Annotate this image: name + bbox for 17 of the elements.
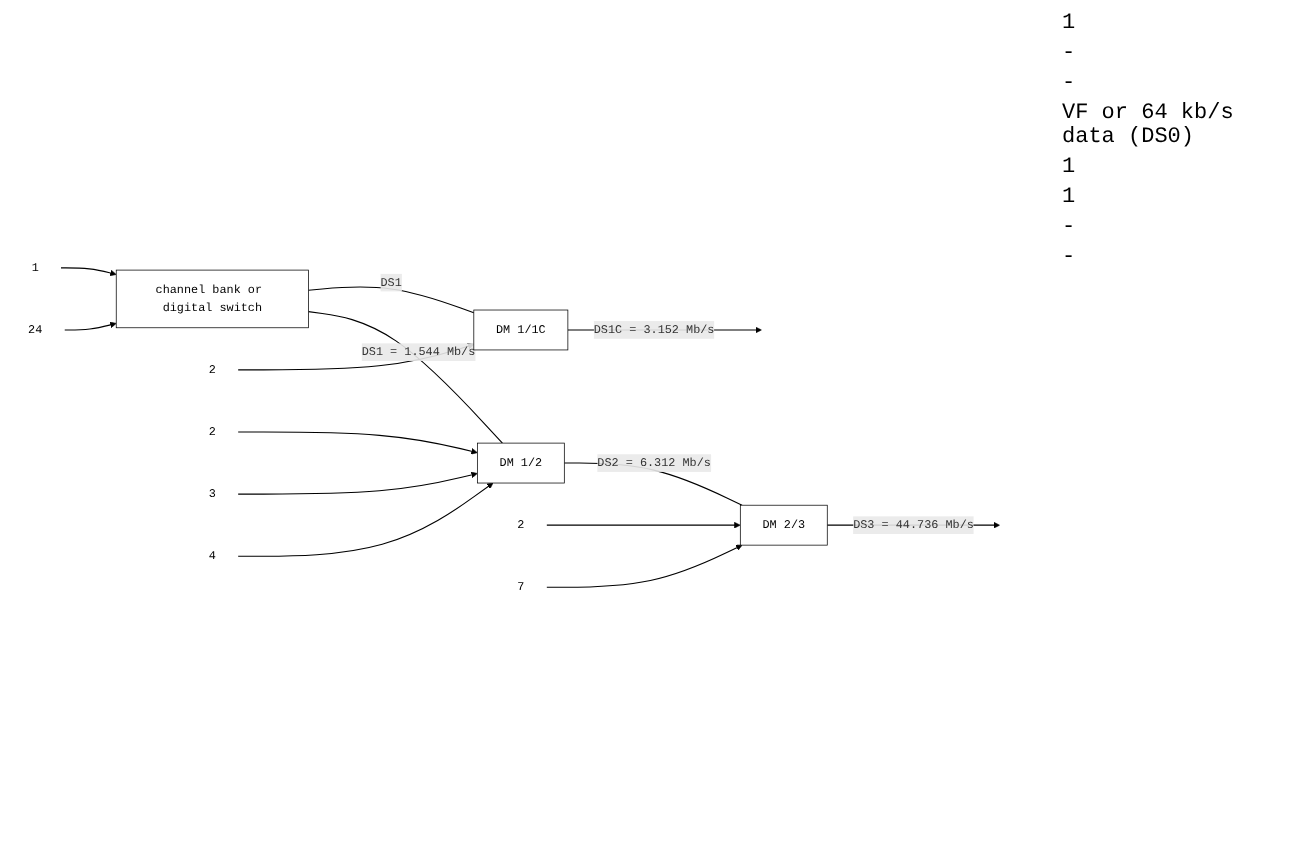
arrow [237, 431, 478, 455]
arrow [63, 322, 117, 331]
arrow [546, 545, 743, 589]
port-label: 1 [1062, 156, 1078, 180]
port-label: - [1062, 42, 1078, 66]
arrow [237, 472, 478, 496]
port-label: VF or 64 kb/s data (DS0) [1062, 102, 1236, 150]
arrow [60, 267, 117, 277]
port-label: 1 [1062, 12, 1078, 36]
port-label: - [1062, 246, 1078, 270]
port-label: - [1062, 72, 1078, 96]
connector [307, 311, 503, 445]
arrow [546, 522, 741, 529]
port-label: - [1062, 216, 1078, 240]
connector [307, 286, 475, 314]
port-label: 1 [1062, 186, 1078, 210]
arrow [237, 483, 494, 558]
